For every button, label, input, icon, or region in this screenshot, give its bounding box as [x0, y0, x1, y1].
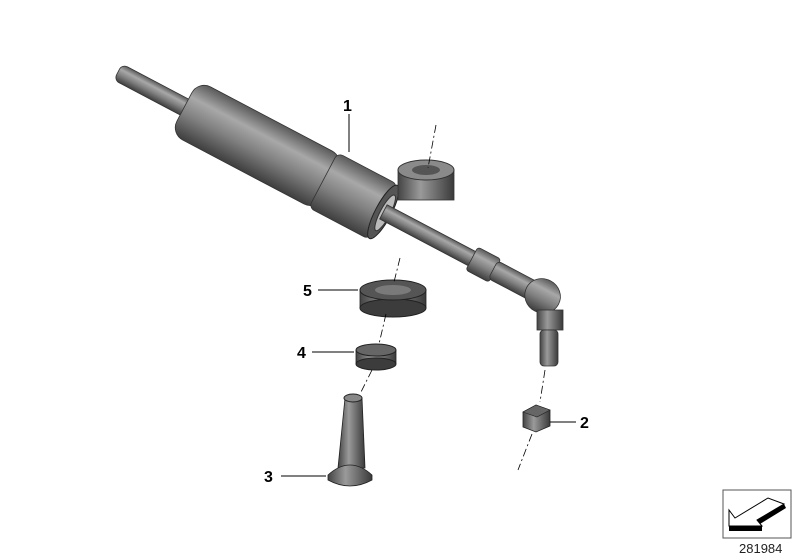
callout-1[interactable]: 1 — [343, 98, 352, 115]
part-2-nut — [522, 404, 551, 433]
part-3-pin — [327, 393, 373, 487]
axis-lines — [359, 124, 546, 471]
callout-5[interactable]: 5 — [303, 283, 312, 300]
rod-end-stud — [536, 309, 564, 367]
steering-damper — [115, 65, 561, 314]
arrow-down-left-icon[interactable] — [722, 489, 792, 539]
callout-4[interactable]: 4 — [297, 345, 306, 362]
catalog-number: 281984 — [739, 541, 782, 556]
part-5-ring — [359, 279, 427, 318]
mount-boss — [397, 159, 455, 201]
callout-leaders — [281, 114, 576, 477]
callout-2[interactable]: 2 — [580, 415, 589, 432]
callout-3[interactable]: 3 — [264, 469, 273, 486]
part-4-bushing — [355, 343, 397, 371]
